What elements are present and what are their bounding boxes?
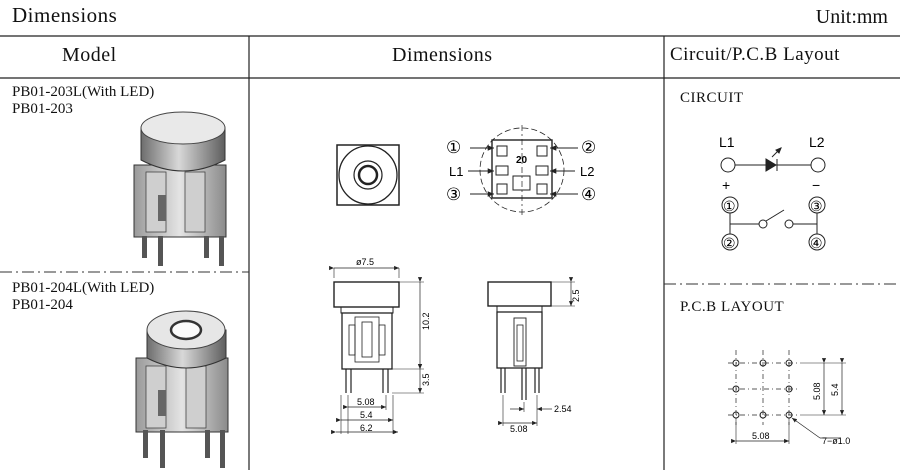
circuit-title: CIRCUIT (680, 90, 744, 106)
circuit-plus: + (722, 177, 730, 193)
dim-front-pitch: 5.08 (357, 397, 375, 407)
switch-photo-203 (133, 111, 227, 266)
pin-label-2: ② (581, 138, 596, 157)
model-2-variant: PB01-204 (12, 297, 73, 313)
pin-label-1: ① (446, 138, 461, 157)
bottom-view-code: 20 (516, 155, 528, 166)
circuit-label-l2: L2 (809, 134, 825, 150)
pcb-layout-title: P.C.B LAYOUT (680, 299, 785, 315)
bottom-view-pins (468, 125, 578, 215)
sheet-title: Dimensions (12, 3, 118, 27)
pcb-dim-span-y: 5.4 (830, 383, 840, 396)
dim-pin-height: 3.5 (421, 373, 431, 386)
dim-cap-diameter: ø7.5 (356, 257, 374, 267)
front-view (329, 265, 424, 435)
circuit-pin-1: ① (723, 198, 736, 214)
pin-label-l2: L2 (580, 164, 594, 179)
dim-side-pitch: 2.54 (554, 404, 572, 414)
column-header-circuit-pcb: Circuit/P.C.B Layout (670, 44, 840, 65)
top-view-cap (336, 144, 400, 206)
model-1-name: PB01-203L(With LED) (12, 84, 155, 100)
dim-height: 10.2 (421, 312, 431, 330)
circuit-pin-4: ④ (810, 235, 823, 251)
dim-front-width: 5.4 (360, 410, 373, 420)
model-1-label: PB01-203L(With LED) PB01-203 (12, 84, 154, 118)
unit-label: Unit:mm (815, 6, 888, 28)
circuit-label-l1: L1 (719, 134, 735, 150)
column-header-dimensions: Dimensions (392, 44, 493, 66)
dim-side-width: 5.08 (510, 424, 528, 434)
pin-label-3: ③ (446, 185, 461, 204)
circuit-schematic (720, 147, 826, 251)
circuit-pin-2: ② (723, 235, 736, 251)
model-2-name: PB01-204L(With LED) (12, 280, 155, 296)
dim-front-outer: 6.2 (360, 423, 373, 433)
model-1-variant: PB01-203 (12, 101, 73, 117)
pin-label-l1: L1 (449, 164, 463, 179)
side-view (487, 277, 575, 426)
model-2-label: PB01-204L(With LED) PB01-204 (12, 280, 154, 314)
pcb-dim-pitch-y: 5.08 (812, 382, 822, 400)
pcb-hole-note: 7−ø1.0 (822, 436, 850, 446)
pin-label-4: ④ (581, 185, 596, 204)
column-header-model: Model (62, 44, 117, 66)
circuit-pin-3: ③ (810, 198, 823, 214)
dim-cap-height: 2.5 (571, 289, 581, 302)
switch-photo-204 (135, 310, 229, 468)
pcb-layout-drawing (728, 350, 846, 444)
pcb-dim-pitch-x: 5.08 (752, 431, 770, 441)
circuit-minus: − (812, 177, 820, 193)
